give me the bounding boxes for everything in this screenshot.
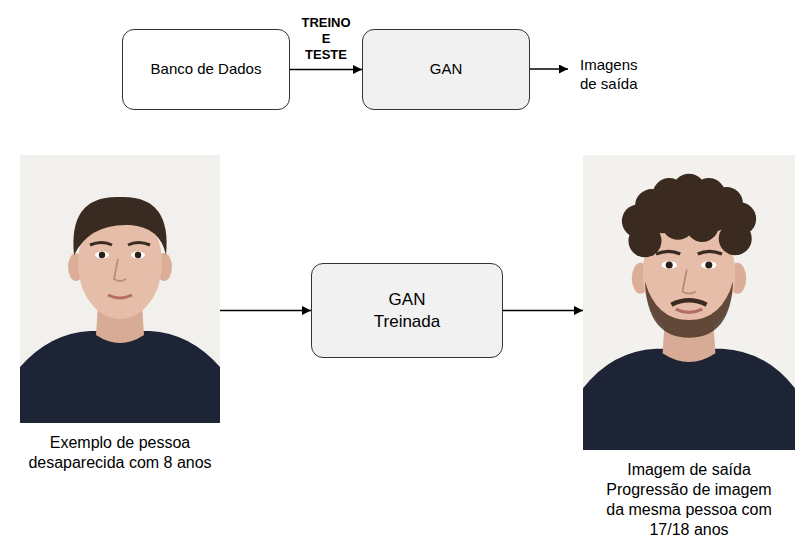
caption-text: Imagem de saída [589,460,789,480]
process-box: Banco de Dados [122,29,290,110]
flow-arrow [503,310,583,311]
box-label: Banco de Dados [151,60,262,79]
flow-arrow [220,310,311,311]
photo-caption: Exemplo de pessoa desaparecida com 8 ano… [20,433,220,473]
output-arrow [530,68,568,69]
caption-text: Progressão de imagem da mesma pessoa com… [600,480,778,540]
portrait-photo: Exemplo de pessoa desaparecida com 8 ano… [20,155,220,423]
output-label: Imagens de saída [580,56,652,94]
portrait-photo: Imagem de saídaProgressão de imagem da m… [583,155,795,450]
portrait-illustration [583,155,795,450]
box-label: GAN [430,60,463,79]
box-label: GAN Treinada [362,289,452,332]
photo-caption: Imagem de saídaProgressão de imagem da m… [584,460,794,540]
caption-text: Exemplo de pessoa desaparecida com 8 ano… [20,433,220,473]
process-box: GAN [362,29,530,110]
flow-arrow [290,69,362,70]
process-box: GAN Treinada [311,263,503,358]
edge-label: TREINO E TESTE [300,15,352,64]
portrait-illustration [20,155,220,423]
